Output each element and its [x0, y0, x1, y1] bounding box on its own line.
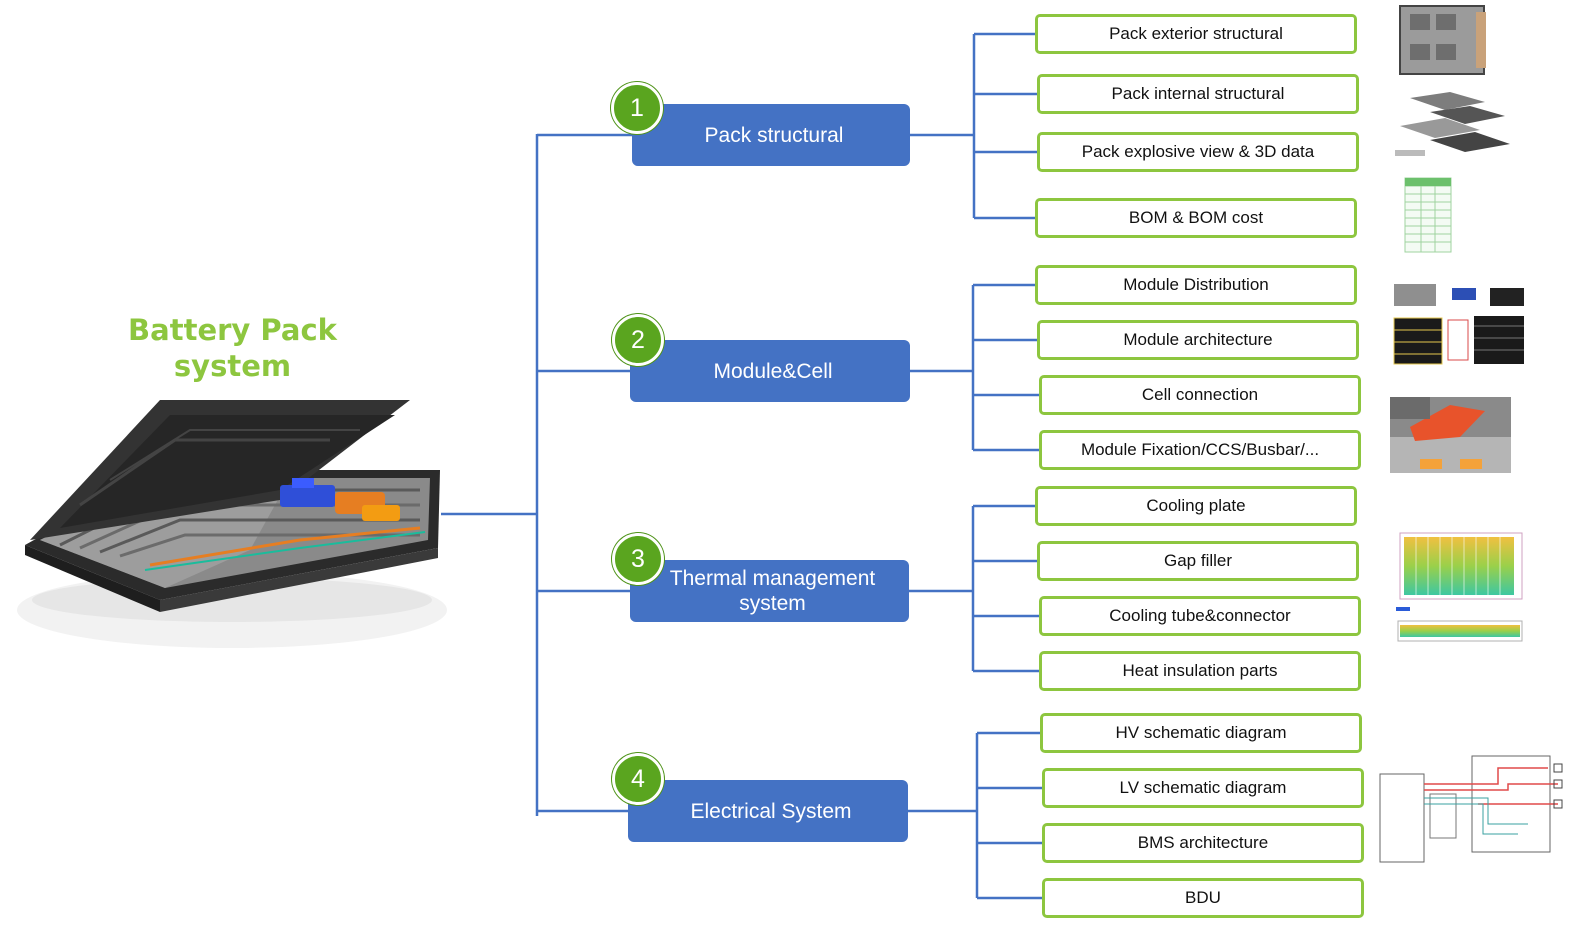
- sub-item-box: BDU: [1042, 878, 1364, 918]
- category-number-badge: 3: [612, 533, 664, 585]
- category-box: Pack structural: [632, 104, 910, 166]
- sub-item-box: Module Distribution: [1035, 265, 1357, 305]
- cell-connection-thumbnail: [1390, 397, 1511, 473]
- bom-table-thumbnail: [1404, 177, 1452, 253]
- sub-item-box: Cooling tube&connector: [1039, 596, 1361, 636]
- hv-schematic-thumbnail: [1379, 755, 1563, 863]
- cooling-plate-thumbnail: [1396, 532, 1523, 642]
- sub-item-box: Cell connection: [1039, 375, 1361, 415]
- sub-item-box: Pack explosive view & 3D data: [1037, 132, 1359, 172]
- sub-item-box: Pack exterior structural: [1035, 14, 1357, 54]
- sub-item-box: BOM & BOM cost: [1035, 198, 1357, 238]
- category-number-badge: 1: [611, 82, 663, 134]
- category-box: Module&Cell: [630, 340, 910, 402]
- sub-item-box: HV schematic diagram: [1040, 713, 1362, 753]
- category-number-badge: 4: [612, 753, 664, 805]
- category-box: Electrical System: [628, 780, 908, 842]
- sub-item-box: Gap filler: [1037, 541, 1359, 581]
- sub-item-box: BMS architecture: [1042, 823, 1364, 863]
- sub-item-box: Module Fixation/CCS/Busbar/...: [1039, 430, 1361, 470]
- sub-item-box: Heat insulation parts: [1039, 651, 1361, 691]
- pack-explosive-view-thumbnail: [1395, 92, 1510, 156]
- module-distribution-thumbnail: [1393, 284, 1524, 365]
- sub-item-box: Cooling plate: [1035, 486, 1357, 526]
- pack-exterior-thumbnail: [1399, 5, 1486, 75]
- category-number-badge: 2: [612, 314, 664, 366]
- sub-item-box: Module architecture: [1037, 320, 1359, 360]
- battery-pack-illustration: [17, 400, 447, 648]
- diagram-title: Battery Pack system: [128, 313, 337, 383]
- sub-item-box: Pack internal structural: [1037, 74, 1359, 114]
- category-box: Thermal management system: [630, 560, 909, 622]
- sub-item-box: LV schematic diagram: [1042, 768, 1364, 808]
